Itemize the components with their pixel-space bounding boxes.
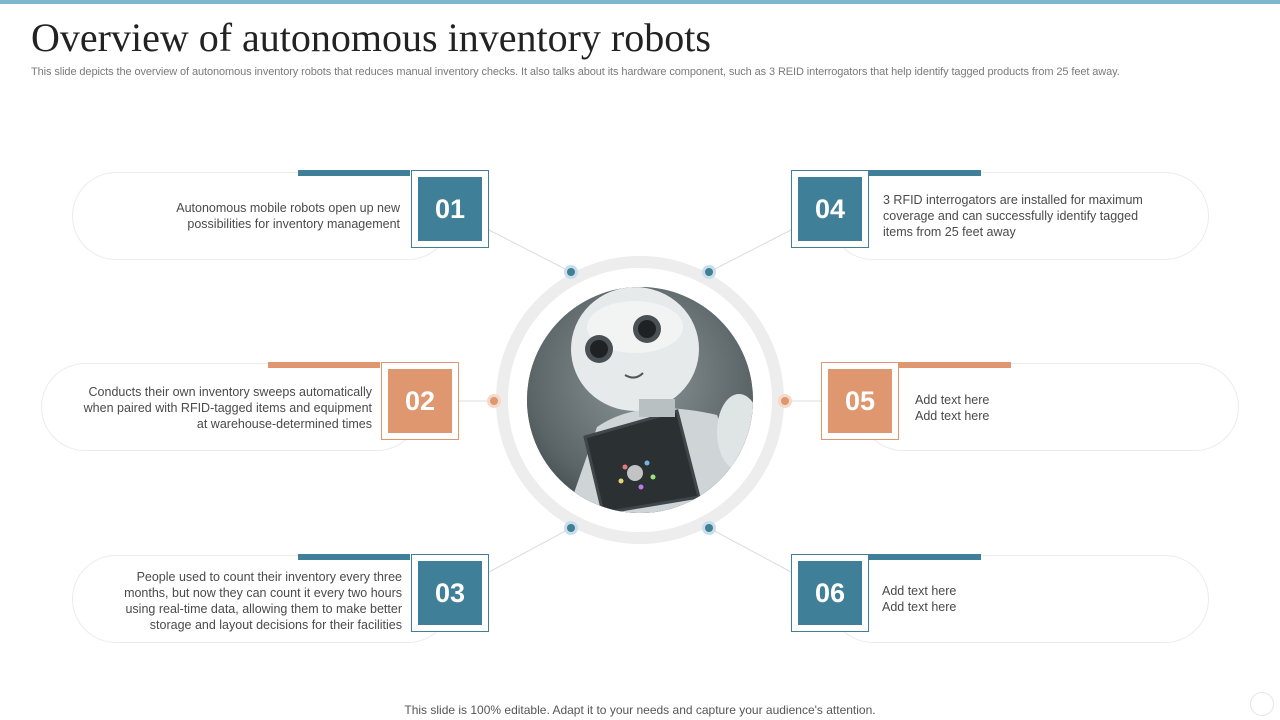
slide-footer: This slide is 100% editable. Adapt it to… [404, 703, 876, 717]
item-01-card [72, 172, 452, 260]
item-02-text: Conducts their own inventory sweeps auto… [83, 385, 372, 431]
item-04-accent-bar [869, 170, 981, 176]
item-06-number-frame: 06 [791, 554, 869, 632]
item-01-number-frame: 01 [411, 170, 489, 248]
item-02-accent-bar [268, 362, 380, 368]
item-01-number: 01 [418, 177, 482, 241]
connector-dot-03 [564, 521, 578, 535]
item-02-number: 02 [388, 369, 452, 433]
item-06-card [829, 555, 1209, 643]
item-01-accent-bar [298, 170, 410, 176]
item-05-card [859, 363, 1239, 451]
item-02-card [41, 363, 421, 451]
slide-subtitle: This slide depicts the overview of auton… [31, 66, 1120, 78]
item-05-number-frame: 05 [821, 362, 899, 440]
robot-photo [527, 287, 753, 513]
item-04-card [829, 172, 1209, 260]
item-05-number: 05 [828, 369, 892, 433]
item-04-number-frame: 04 [791, 170, 869, 248]
item-06-accent-bar [869, 554, 981, 560]
connector-dot-04 [702, 265, 716, 279]
item-04-number: 04 [798, 177, 862, 241]
top-accent-bar [0, 0, 1280, 4]
item-05-accent-bar [899, 362, 1011, 368]
item-06-text: Add text here Add text here [882, 584, 957, 614]
connector-dot-06 [702, 521, 716, 535]
item-03-card [72, 555, 452, 643]
item-03-number: 03 [418, 561, 482, 625]
item-01-text: Autonomous mobile robots open up new pos… [176, 201, 400, 231]
connector-dot-02 [487, 394, 501, 408]
item-05-text: Add text here Add text here [915, 393, 990, 423]
connector-dot-01 [564, 265, 578, 279]
item-02-number-frame: 02 [381, 362, 459, 440]
item-03-accent-bar [298, 554, 410, 560]
robot-illustration-icon [527, 287, 753, 513]
item-04-text: 3 RFID interrogators are installed for m… [883, 193, 1143, 239]
item-03-number-frame: 03 [411, 554, 489, 632]
connector-dot-05 [778, 394, 792, 408]
slide-title: Overview of autonomous inventory robots [31, 15, 711, 60]
item-06-number: 06 [798, 561, 862, 625]
item-03-text: People used to count their inventory eve… [124, 570, 402, 632]
corner-circle [1250, 692, 1274, 716]
